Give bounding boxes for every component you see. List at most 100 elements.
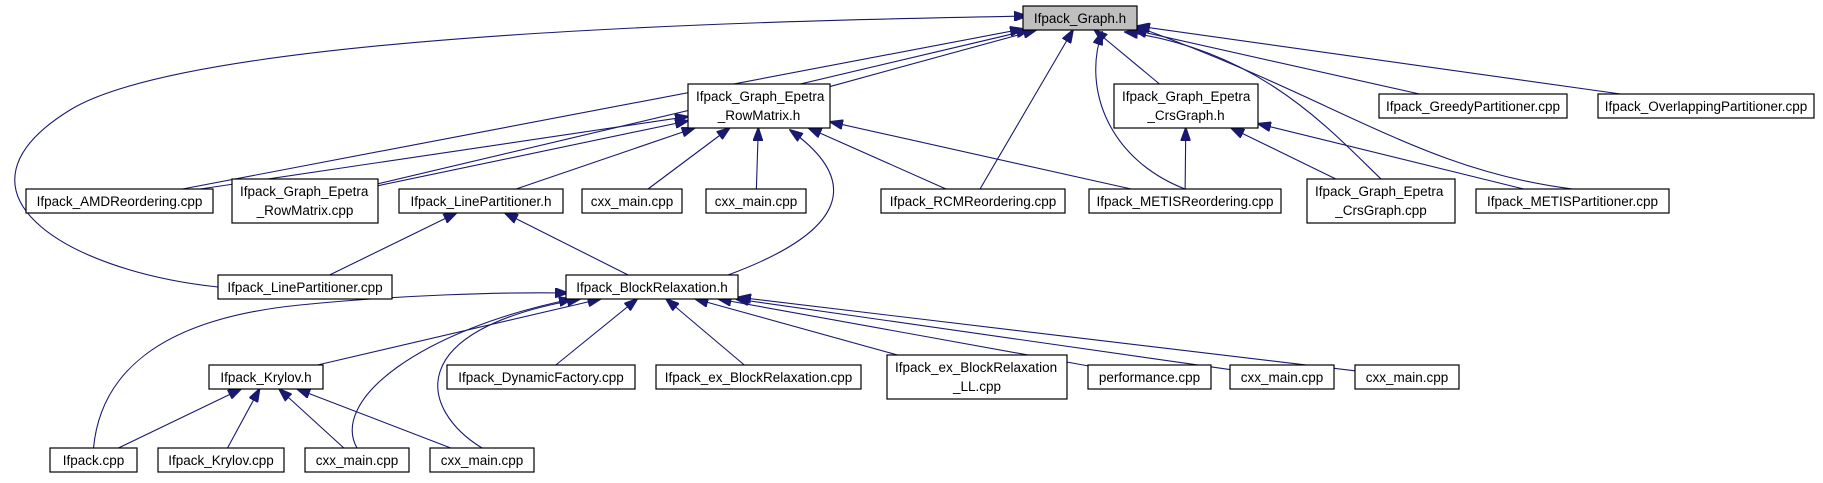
node-label: cxx_main.cpp [1366, 370, 1449, 385]
node-box [1113, 83, 1259, 129]
node-box [157, 447, 285, 473]
edge-metis_reordering_cpp-to-graph_epetra_crsgraph_h [1185, 128, 1186, 190]
node-greedy-partitioner-cpp[interactable]: Ifpack_GreedyPartitioner.cpp [1378, 93, 1568, 119]
edge-line_partitioner_h-to-graph_epetra_rowmatrix_h [515, 128, 695, 190]
node-graph-h[interactable]: Ifpack_Graph.h [1022, 5, 1138, 31]
node-cxx-main-5[interactable]: cxx_main.cpp [304, 447, 410, 473]
edge-graph_epetra_crsgraph_h-to-graph_h [1094, 30, 1160, 85]
node-box [1022, 5, 1138, 31]
edge-krylov_h-to-block_relaxation_h [317, 299, 600, 366]
node-graph-epetra-rowmatrix-h[interactable]: Ifpack_Graph_Epetra _RowMatrix.h [687, 83, 831, 129]
node-box [886, 354, 1068, 400]
node-krylov-h[interactable]: Ifpack_Krylov.h [208, 364, 324, 390]
node-krylov-cpp[interactable]: Ifpack_Krylov.cpp [157, 447, 285, 473]
edge-cxx_main_4-to-block_relaxation_h [738, 297, 1356, 372]
node-label: Ifpack_Graph_Epetra [696, 89, 825, 104]
node-label: _CrsGraph.h [1146, 108, 1224, 123]
node-box [705, 188, 807, 214]
nodes: Ifpack_Graph.hIfpack_Graph_Epetra_RowMat… [25, 5, 1815, 473]
node-metis-reordering-cpp[interactable]: Ifpack_METISReordering.cpp [1088, 188, 1282, 214]
node-box [429, 447, 535, 473]
node-box [1088, 188, 1282, 214]
node-box [398, 188, 564, 214]
edge-metis_reordering_cpp-to-graph_h [1096, 32, 1186, 190]
node-box [304, 447, 410, 473]
node-label: Ifpack_ex_BlockRelaxation.cpp [665, 370, 853, 385]
node-graph-epetra-crsgraph-h[interactable]: Ifpack_Graph_Epetra _CrsGraph.h [1113, 83, 1259, 129]
node-label: Ifpack_Graph_Epetra [1315, 184, 1444, 199]
node-cxx-main-6[interactable]: cxx_main.cpp [429, 447, 535, 473]
edge-graph_epetra_crsgraph_cpp-to-graph_epetra_crsgraph_h [1231, 128, 1337, 180]
node-label: Ifpack_OverlappingPartitioner.cpp [1605, 99, 1808, 114]
node-label: Ifpack_BlockRelaxation.h [576, 280, 728, 295]
node-label: Ifpack_Graph_Epetra [1122, 89, 1251, 104]
edge-graph_epetra_rowmatrix_cpp-to-graph_epetra_rowmatrix_h [377, 121, 688, 187]
edge-amd_reordering_cpp-to-graph_epetra_rowmatrix_h [200, 117, 688, 190]
edge-dynamic_factory_cpp-to-block_relaxation_h [555, 299, 637, 366]
node-label: cxx_main.cpp [441, 453, 524, 468]
node-box [880, 188, 1066, 214]
node-cxx-main-3[interactable]: cxx_main.cpp [1229, 364, 1335, 390]
edge-rcm_reordering_cpp-to-graph_epetra_rowmatrix_h [809, 128, 947, 190]
node-box [687, 83, 831, 129]
node-label: Ifpack_RCMReordering.cpp [890, 194, 1057, 209]
node-line-partitioner-cpp[interactable]: Ifpack_LinePartitioner.cpp [217, 274, 393, 300]
node-cxx-main-4[interactable]: cxx_main.cpp [1354, 364, 1460, 390]
node-rcm-reordering-cpp[interactable]: Ifpack_RCMReordering.cpp [880, 188, 1066, 214]
node-ex-block-relaxation-cpp[interactable]: Ifpack_ex_BlockRelaxation.cpp [655, 364, 862, 390]
node-box [1087, 364, 1212, 390]
node-label: performance.cpp [1099, 370, 1200, 385]
node-label: cxx_main.cpp [591, 194, 674, 209]
node-ifpack-cpp[interactable]: Ifpack.cpp [49, 447, 138, 473]
node-block-relaxation-h[interactable]: Ifpack_BlockRelaxation.h [565, 274, 739, 300]
node-label: Ifpack_METISReordering.cpp [1096, 194, 1273, 209]
node-box [25, 188, 214, 214]
node-label: Ifpack_LinePartitioner.cpp [227, 280, 382, 295]
edge-ifpack_cpp-to-krylov_h [118, 389, 241, 449]
edge-ifpack_cpp-to-block_relaxation_h [92, 293, 569, 449]
edge-line_partitioner_cpp-to-line_partitioner_h [329, 213, 457, 276]
node-box [231, 178, 379, 224]
node-label: _RowMatrix.h [717, 108, 801, 123]
node-performance-cpp[interactable]: performance.cpp [1087, 364, 1212, 390]
edge-block_relaxation_h-to-line_partitioner_h [505, 213, 629, 276]
edge-metis_partitioner_cpp-to-graph_h [1135, 26, 1573, 190]
node-label: cxx_main.cpp [1241, 370, 1324, 385]
edge-graph_epetra_crsgraph_cpp-to-graph_h [1125, 32, 1382, 180]
node-box [208, 364, 324, 390]
edge-ex_block_relaxation_cpp-to-block_relaxation_h [666, 299, 745, 366]
node-metis-partitioner-cpp[interactable]: Ifpack_METISPartitioner.cpp [1475, 188, 1670, 214]
node-cxx-main-2[interactable]: cxx_main.cpp [705, 188, 807, 214]
node-label: Ifpack_METISPartitioner.cpp [1487, 194, 1658, 209]
node-label: Ifpack_Graph_Epetra [240, 184, 369, 199]
edge-line_partitioner_cpp-to-graph_h [14, 16, 1027, 288]
node-label: _LL.cpp [952, 379, 1001, 394]
node-graph-epetra-crsgraph-cpp[interactable]: Ifpack_Graph_Epetra _CrsGraph.cpp [1306, 178, 1456, 224]
node-label: Ifpack_ex_BlockRelaxation [895, 360, 1057, 375]
node-line-partitioner-h[interactable]: Ifpack_LinePartitioner.h [398, 188, 564, 214]
node-box [49, 447, 138, 473]
edges [14, 16, 1621, 449]
edge-cxx_main_5-to-block_relaxation_h [351, 299, 572, 449]
node-label: _CrsGraph.cpp [1334, 203, 1427, 218]
node-overlapping-partitioner-cpp[interactable]: Ifpack_OverlappingPartitioner.cpp [1597, 93, 1815, 119]
edge-block_relaxation_h-to-graph_epetra_rowmatrix_h [727, 130, 835, 276]
edge-overlapping_partitioner_cpp-to-graph_h [1137, 26, 1621, 95]
node-label: Ifpack_LinePartitioner.h [410, 194, 551, 209]
node-label: Ifpack_Graph.h [1034, 11, 1126, 26]
node-box [217, 274, 393, 300]
node-label: Ifpack_Krylov.h [220, 370, 311, 385]
node-cxx-main-1[interactable]: cxx_main.cpp [581, 188, 683, 214]
node-label: cxx_main.cpp [715, 194, 798, 209]
node-box [446, 364, 636, 390]
node-label: Ifpack_Krylov.cpp [168, 453, 274, 468]
edge-amd_reordering_cpp-to-graph_h [182, 29, 1023, 190]
node-box [565, 274, 739, 300]
edge-krylov_cpp-to-krylov_h [227, 389, 260, 449]
node-box [1378, 93, 1568, 119]
node-ex-block-relaxation-ll-cpp[interactable]: Ifpack_ex_BlockRelaxation _LL.cpp [886, 354, 1068, 400]
node-dynamic-factory-cpp[interactable]: Ifpack_DynamicFactory.cpp [446, 364, 636, 390]
node-amd-reordering-cpp[interactable]: Ifpack_AMDReordering.cpp [25, 188, 214, 214]
node-graph-epetra-rowmatrix-cpp[interactable]: Ifpack_Graph_Epetra_RowMatrix.cpp [231, 178, 379, 224]
node-box [1229, 364, 1335, 390]
